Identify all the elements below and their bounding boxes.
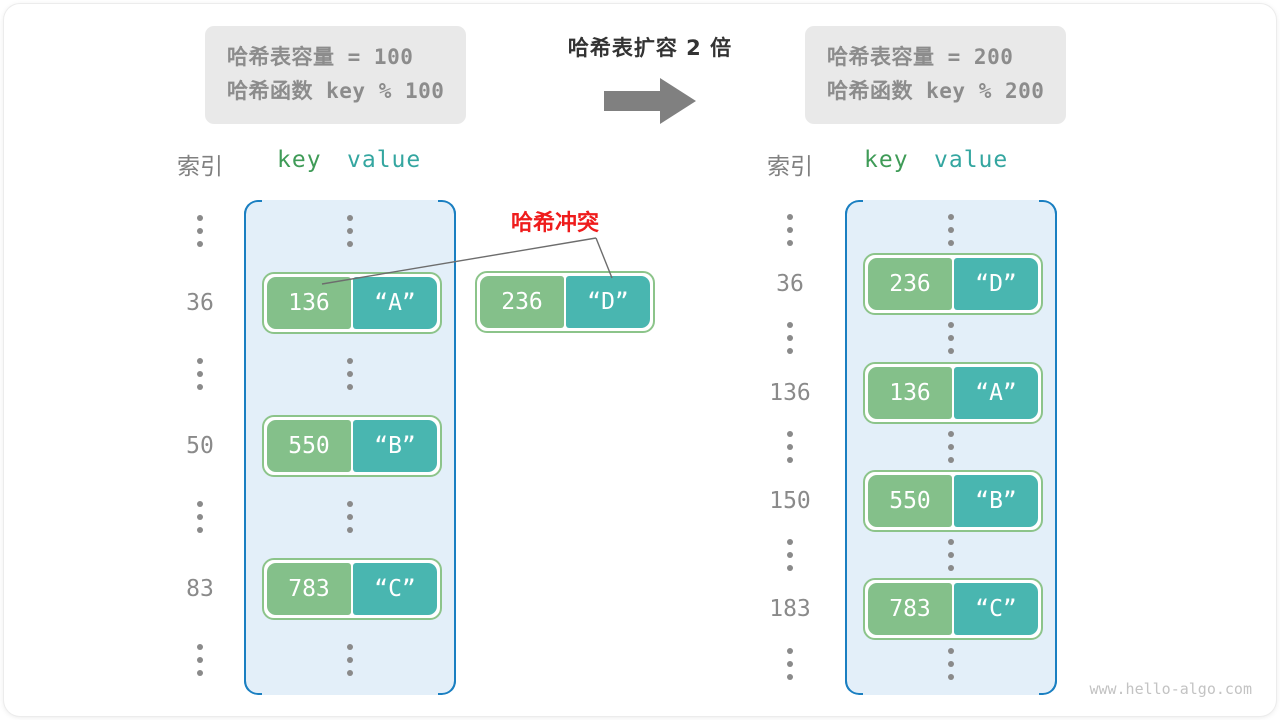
key-cell: 783 — [868, 583, 952, 636]
table-row[interactable]: 783“C” — [262, 557, 442, 620]
table-row[interactable]: 783“C” — [863, 578, 1043, 641]
index-label: 83 — [186, 575, 214, 602]
after-value-header: value — [934, 147, 1009, 173]
value-cell: “A” — [954, 366, 1038, 419]
value-cell: “B” — [954, 475, 1038, 527]
before-value-header: value — [347, 147, 422, 173]
transition-title: 哈希表扩容 2 倍 — [567, 36, 733, 60]
value-cell: “B” — [353, 419, 437, 472]
table-row[interactable]: 236“D” — [863, 253, 1043, 316]
table-row[interactable]: 136“A” — [863, 361, 1043, 424]
before-index-header: 索引 — [177, 154, 223, 180]
value-cell: “D” — [954, 258, 1038, 311]
key-cell: 136 — [267, 276, 351, 329]
key-cell: 783 — [267, 562, 351, 615]
value-cell: “A” — [353, 276, 437, 329]
after-info-box: 哈希表容量 = 200 哈希函数 key % 200 — [805, 26, 1067, 124]
table-row[interactable]: 136“A” — [262, 271, 442, 334]
value-cell: “D” — [566, 276, 650, 328]
after-index-header: 索引 — [767, 154, 813, 180]
index-label: 36 — [776, 271, 804, 298]
index-label: 50 — [186, 432, 214, 459]
after-key-header: key — [864, 147, 909, 173]
before-info-box: 哈希表容量 = 100 哈希函数 key % 100 — [205, 26, 467, 124]
value-cell: “C” — [353, 562, 437, 615]
before-capacity-line: 哈希表容量 = 100 — [227, 45, 414, 69]
after-hash-function-line: 哈希函数 key % 200 — [827, 79, 1045, 103]
key-cell: 550 — [267, 419, 351, 472]
key-cell: 136 — [868, 366, 952, 419]
before-hash-function-line: 哈希函数 key % 100 — [227, 79, 445, 103]
value-cell: “C” — [954, 583, 1038, 636]
transition-arrow — [500, 76, 800, 126]
collision-label: 哈希冲突 — [510, 211, 599, 236]
right-arrow-icon — [604, 78, 696, 124]
index-label: 183 — [769, 596, 811, 623]
key-cell: 550 — [868, 475, 952, 527]
table-row[interactable]: 550“B” — [262, 414, 442, 477]
watermark: www.hello-algo.com — [1089, 680, 1252, 698]
key-cell: 236 — [868, 258, 952, 311]
after-capacity-line: 哈希表容量 = 200 — [827, 45, 1014, 69]
before-key-header: key — [277, 147, 322, 173]
index-label: 136 — [769, 379, 811, 406]
index-label: 36 — [186, 289, 214, 316]
key-cell: 236 — [480, 276, 564, 328]
overflow-pair[interactable]: 236“D” — [475, 271, 655, 333]
index-label: 150 — [769, 488, 811, 514]
table-row[interactable]: 550“B” — [863, 470, 1043, 532]
